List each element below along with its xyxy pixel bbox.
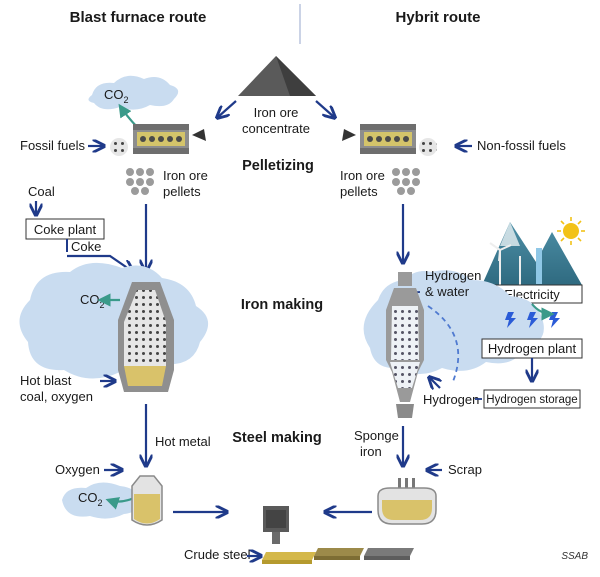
coke-label: Coke (71, 239, 101, 254)
ore-concentrate-label-2: concentrate (242, 121, 310, 136)
arrow-ore-to-right (315, 100, 334, 117)
coke-plant-label: Coke plant (34, 222, 97, 237)
hydrogen-in-arrow (430, 378, 440, 388)
hydrogen-water-label-2: & water (425, 284, 470, 299)
sponge-iron-label-1: Sponge (354, 428, 399, 443)
hot-metal-label: Hot metal (155, 434, 211, 449)
co2-cloud-top (88, 75, 179, 110)
non-fossil-fuel-heap (419, 138, 437, 156)
crude-steel-label: Crude steel (184, 547, 251, 562)
stage-iron-making: Iron making (241, 297, 323, 313)
coal-label: Coal (28, 184, 55, 199)
pelletizing-drum-right (360, 124, 416, 154)
pellets-left (126, 168, 154, 195)
pellets-left-label-1: Iron ore (163, 168, 208, 183)
drum-feed-arrow-left (192, 129, 206, 141)
ladle (263, 506, 289, 544)
hydrogen-plant-label: Hydrogen plant (488, 341, 577, 356)
coke-arrow (67, 254, 132, 271)
renewable-energy-landscape (482, 222, 582, 285)
pellets-right-label-1: Iron ore (340, 168, 385, 183)
hydrogen-recirculation-dashed (427, 305, 460, 385)
hot-blast-label-1: Hot blast (20, 373, 72, 388)
arrow-ore-to-left (218, 100, 237, 117)
pellets-right-label-2: pellets (340, 184, 378, 199)
stage-steel-making: Steel making (232, 430, 321, 446)
co2-bottom-label: CO2 (78, 490, 103, 508)
co2-top-label: CO2 (104, 87, 129, 105)
steel-slabs (262, 548, 414, 564)
hydrogen-storage-label: Hydrogen storage (486, 394, 577, 406)
hydrogen-water-label-1: Hydrogen (425, 268, 481, 283)
oxygen-label: Oxygen (55, 462, 100, 477)
electric-arc-furnace (377, 478, 437, 525)
pelletizing-drum-left (133, 124, 189, 154)
converter-left (131, 475, 163, 526)
non-fossil-fuels-label: Non-fossil fuels (477, 138, 566, 153)
header-hybrit: Hybrit route (395, 9, 480, 26)
hot-blast-label-2: coal, oxygen (20, 389, 93, 404)
coke-plant-box (25, 218, 105, 240)
pellets-right (392, 168, 420, 195)
sun-icon (557, 217, 585, 245)
drum-feed-arrow-right (342, 129, 356, 141)
ore-concentrate-pile (238, 56, 316, 96)
ore-concentrate-label-1: Iron ore (254, 105, 299, 120)
scrap-label: Scrap (448, 462, 482, 477)
fossil-fuel-heap (110, 138, 128, 156)
ssab-credit: SSAB (561, 551, 588, 562)
header-blast-furnace: Blast furnace route (70, 9, 207, 26)
blast-furnace (118, 282, 174, 392)
pellets-left-label-2: pellets (163, 184, 201, 199)
hydrogen-storage-box (483, 389, 581, 409)
hydrogen-label: Hydrogen (423, 392, 479, 407)
stage-pelletizing: Pelletizing (242, 158, 314, 174)
electricity-to-plant-arrow (531, 303, 555, 321)
sponge-iron-label-2: iron (360, 444, 382, 459)
co2-cloud-iron-left (19, 262, 209, 379)
fossil-fuels-label: Fossil fuels (20, 138, 86, 153)
shaft-furnace (386, 272, 424, 418)
